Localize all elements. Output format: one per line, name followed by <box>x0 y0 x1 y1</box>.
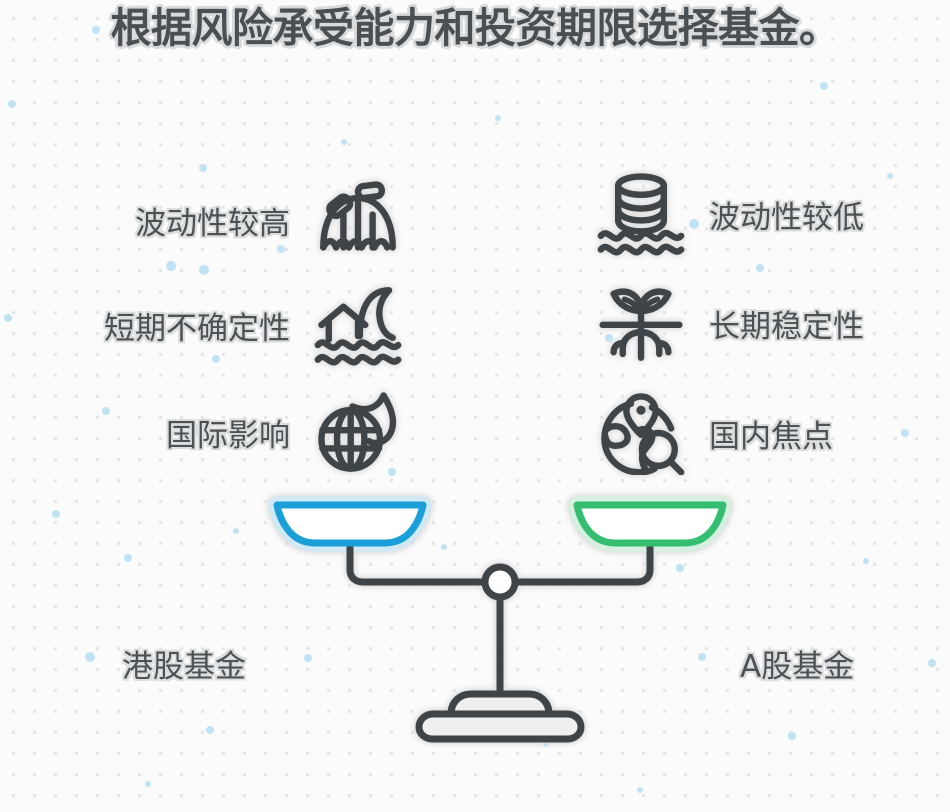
accent-dot <box>233 528 239 534</box>
accent-dot <box>199 164 207 172</box>
accent-dot <box>124 554 132 562</box>
roller-coaster-icon <box>320 181 396 251</box>
feature-row-right-1: 波动性较低 <box>595 172 864 256</box>
globe-flame-icon <box>318 392 397 472</box>
accent-dot <box>206 726 214 734</box>
accent-dot <box>341 139 347 145</box>
feature-row-right-2: 长期稳定性 <box>595 281 864 365</box>
tsunami-house-icon <box>314 287 402 366</box>
feature-row-left-3: 国际影响 <box>166 390 404 474</box>
sprout-roots-icon <box>599 288 683 361</box>
feature-row-right-3: 国内焦点 <box>595 391 833 475</box>
accent-dot <box>820 82 828 90</box>
accent-dot <box>637 787 643 793</box>
balance-scale <box>268 496 732 743</box>
accent-dot <box>4 314 12 322</box>
accent-dot <box>52 510 60 518</box>
feature-label-right-2: 长期稳定性 <box>709 308 864 345</box>
left-pan[interactable] <box>273 501 427 547</box>
accent-dot <box>85 652 95 662</box>
accent-dot <box>863 558 869 564</box>
feature-label-right-3: 国内焦点 <box>709 418 833 455</box>
right-pan-caption: A股基金 <box>740 649 855 685</box>
feature-label-left-2: 短期不确定性 <box>104 310 290 347</box>
feature-row-left-2: 短期不确定性 <box>104 283 404 367</box>
accent-dot <box>166 261 176 271</box>
globe-pin-search-icon <box>601 393 685 475</box>
accent-dot <box>102 407 110 415</box>
accent-dot <box>788 732 796 740</box>
pivot-joint <box>481 563 519 601</box>
feature-label-right-1: 波动性较低 <box>709 199 864 236</box>
scale-base-upper <box>447 690 553 718</box>
accent-dot <box>199 265 209 275</box>
accent-dot <box>756 264 764 272</box>
feature-row-left-1: 波动性较高 <box>135 178 404 262</box>
feature-label-left-1: 波动性较高 <box>135 205 290 242</box>
coins-on-water-icon <box>597 173 685 256</box>
left-pan-caption: 港股基金 <box>122 649 246 685</box>
right-pan[interactable] <box>573 501 727 547</box>
accent-dot <box>901 429 909 437</box>
accent-dot <box>495 115 501 121</box>
accent-dot <box>887 173 893 179</box>
feature-label-left-3: 国际影响 <box>166 417 290 454</box>
accent-dot <box>928 659 936 667</box>
page-title: 根据风险承受能力和投资期限选择基金。 <box>110 4 841 52</box>
scale-base-lower <box>415 710 585 743</box>
accent-dot <box>145 781 151 787</box>
accent-dot <box>8 100 16 108</box>
